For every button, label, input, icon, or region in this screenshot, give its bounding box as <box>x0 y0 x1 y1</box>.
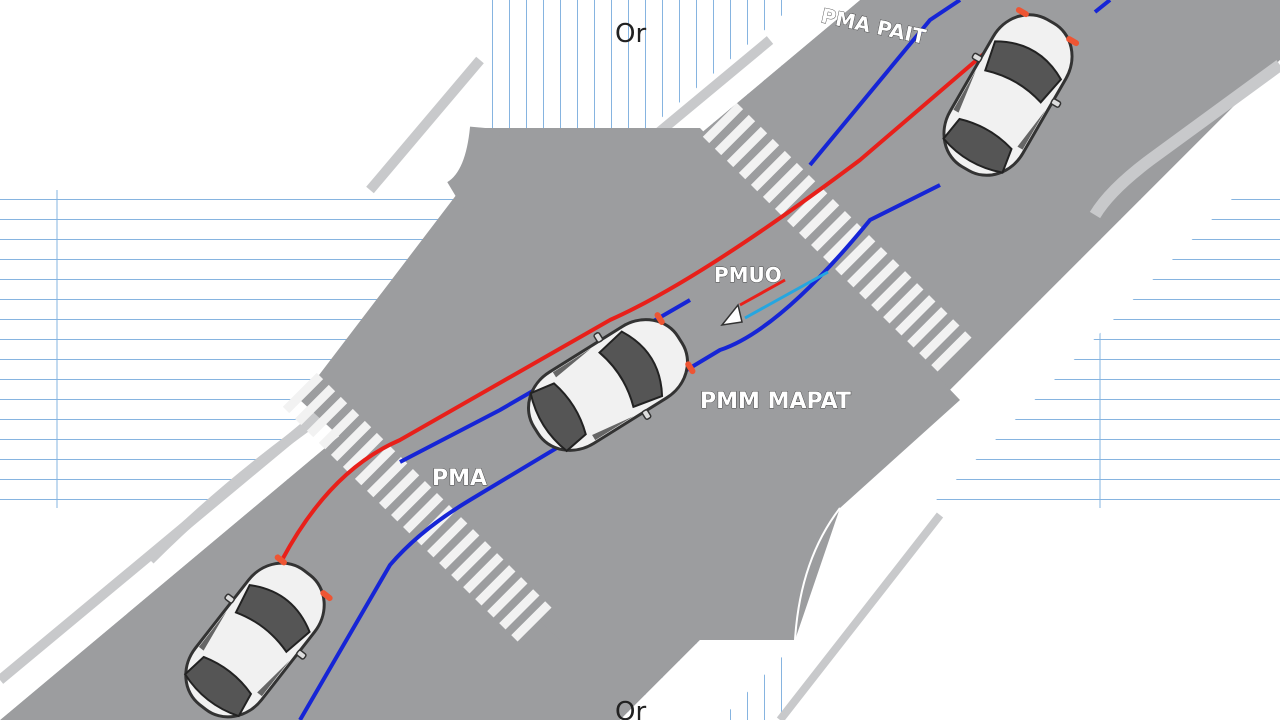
left-center-label: PMA <box>432 466 487 491</box>
cyan-vector <box>744 270 829 320</box>
center-red-label: PMUO <box>714 263 782 287</box>
right-center-label: PMM MAPAT <box>700 389 851 414</box>
blue-trajectory-lower <box>298 183 941 720</box>
top-marker-label: Or <box>615 19 646 49</box>
arrow-head-icon <box>720 303 743 327</box>
crosswalk-upper <box>702 102 972 372</box>
blue-trajectory-upper <box>808 0 962 167</box>
red-trajectory <box>280 38 1002 561</box>
crosswalk-lower <box>282 372 552 642</box>
bottom-marker-label: Or <box>615 697 646 720</box>
road-edge-right <box>1089 60 1280 219</box>
red-vector <box>739 278 786 307</box>
